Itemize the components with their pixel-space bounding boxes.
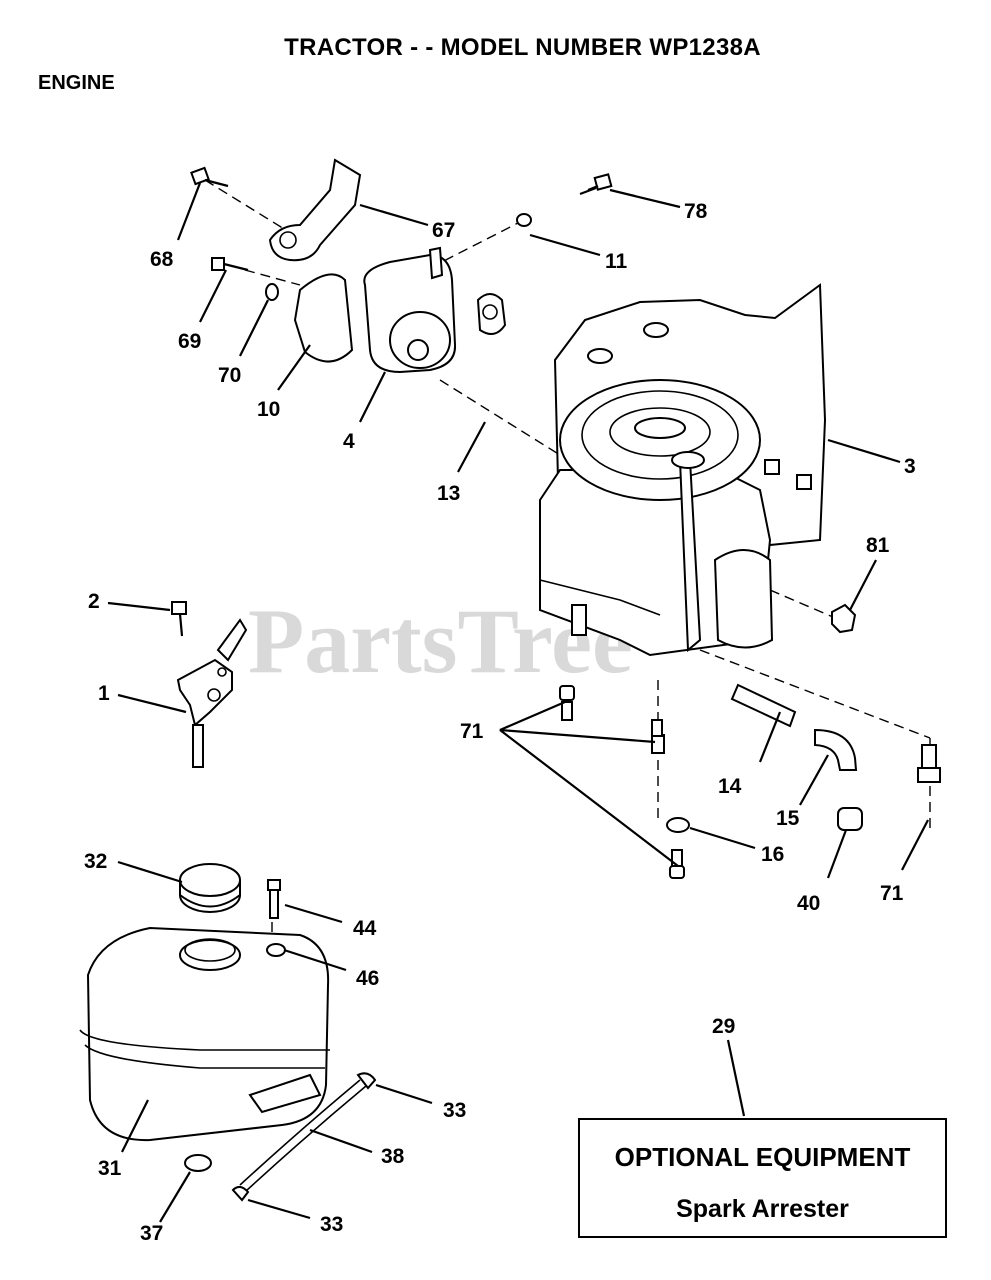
optional-equipment-box: OPTIONAL EQUIPMENT Spark Arrester xyxy=(578,1118,947,1238)
callout-29: 29 xyxy=(712,1015,735,1038)
gasket-part-13 xyxy=(476,293,507,335)
screw-part-2 xyxy=(171,601,187,637)
lockwasher-part-11 xyxy=(516,213,532,227)
clamp-part-33 xyxy=(231,1072,377,1202)
cap-part-38 xyxy=(837,807,863,831)
callout-31: 31 xyxy=(98,1157,122,1180)
callout-32: 32 xyxy=(84,850,107,873)
callout-46: 46 xyxy=(356,967,379,990)
callout-16: 16 xyxy=(761,843,784,866)
engine-part-3 xyxy=(539,283,827,657)
bolt-part-69 xyxy=(211,257,249,272)
heat-shield-part-10 xyxy=(293,273,354,363)
washer-part-16 xyxy=(666,817,690,833)
callout-33-bottom: 33 xyxy=(320,1213,343,1236)
callout-1: 1 xyxy=(98,682,110,705)
callout-38: 40 xyxy=(797,892,820,915)
callout-78-left: 71 xyxy=(460,720,484,743)
callout-71: 78 xyxy=(684,200,708,223)
muffler-part-4 xyxy=(363,246,457,374)
washer-part-46 xyxy=(266,943,286,957)
screw-part-68 xyxy=(190,166,229,188)
callout-44: 44 xyxy=(353,917,377,940)
callout-81: 81 xyxy=(866,534,890,557)
fuel-cap-part-32 xyxy=(179,863,241,913)
callout-69: 69 xyxy=(178,330,201,353)
nut-part-81 xyxy=(831,603,857,634)
bolt-part-78 xyxy=(559,685,941,879)
callout-33-top: 33 xyxy=(443,1099,466,1122)
fuel-tank-part-31 xyxy=(79,926,330,1142)
bracket-part-67 xyxy=(268,158,362,262)
callout-2: 2 xyxy=(88,590,100,613)
optional-equipment-title: OPTIONAL EQUIPMENT xyxy=(614,1142,911,1172)
callout-14: 14 xyxy=(718,775,742,798)
washer-part-70 xyxy=(265,283,279,301)
screw-part-44 xyxy=(267,879,281,919)
fuel-line-part-37 xyxy=(239,1079,367,1192)
throttle-part-1 xyxy=(176,618,248,768)
callout-11: 11 xyxy=(605,250,628,273)
callout-3: 3 xyxy=(904,455,916,478)
callout-78-right: 71 xyxy=(880,882,904,905)
callout-4: 4 xyxy=(343,430,355,453)
leader-lines xyxy=(107,182,929,1223)
bolt-part-71 xyxy=(579,173,613,196)
callout-13: 13 xyxy=(437,482,460,505)
callout-40: 37 xyxy=(140,1222,163,1245)
callout-15: 15 xyxy=(776,807,800,830)
section-label: ENGINE xyxy=(38,72,115,94)
elbow-part-15 xyxy=(814,728,858,771)
pipe-part-14 xyxy=(730,683,797,728)
spark-arrester-label: Spark Arrester xyxy=(676,1195,849,1223)
callout-67: 67 xyxy=(432,219,455,242)
callout-70: 70 xyxy=(218,364,241,387)
callout-37: 38 xyxy=(381,1145,405,1168)
callout-10: 10 xyxy=(257,398,280,421)
callout-68: 68 xyxy=(150,248,174,271)
grommet-part-40 xyxy=(184,1154,212,1172)
page-title: TRACTOR - - MODEL NUMBER WP1238A xyxy=(284,34,761,61)
